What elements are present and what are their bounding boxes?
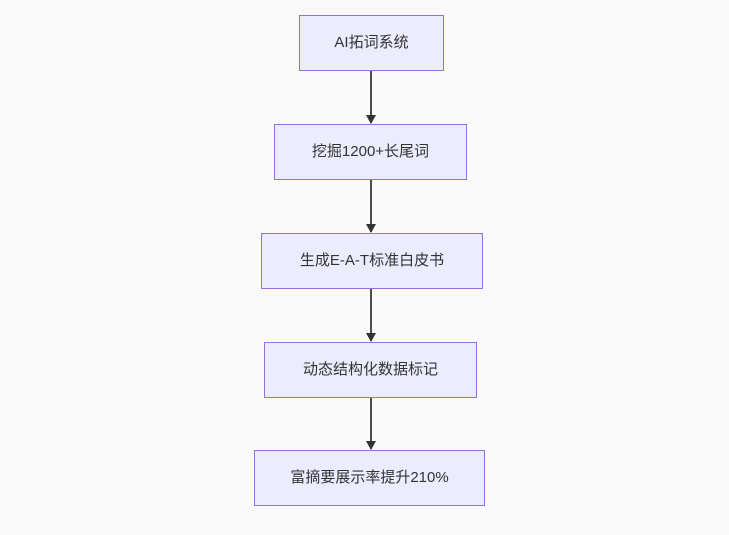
arrow-down-icon [366, 333, 376, 342]
arrow-down-icon [366, 441, 376, 450]
node-label: 动态结构化数据标记 [302, 361, 438, 378]
arrow-down-icon [366, 115, 376, 124]
flow-edge [366, 180, 376, 233]
flow-node-eat-whitepaper: 生成E-A-T标准白皮书 [261, 233, 483, 289]
flow-node-longtail-mining: 挖掘1200+长尾词 [274, 124, 467, 180]
flow-node-structured-data-markup: 动态结构化数据标记 [264, 342, 477, 398]
node-label: 生成E-A-T标准白皮书 [299, 252, 445, 269]
arrow-down-icon [366, 224, 376, 233]
node-label: 挖掘1200+长尾词 [311, 143, 430, 160]
node-label: AI拓词系统 [334, 34, 409, 51]
flow-edge [366, 289, 376, 342]
flow-edge [366, 398, 376, 450]
flow-node-ai-word-expansion: AI拓词系统 [299, 15, 444, 71]
node-label: 富摘要展示率提升210% [290, 469, 449, 486]
flow-edge [366, 71, 376, 124]
flow-node-rich-snippet-rate: 富摘要展示率提升210% [254, 450, 485, 506]
